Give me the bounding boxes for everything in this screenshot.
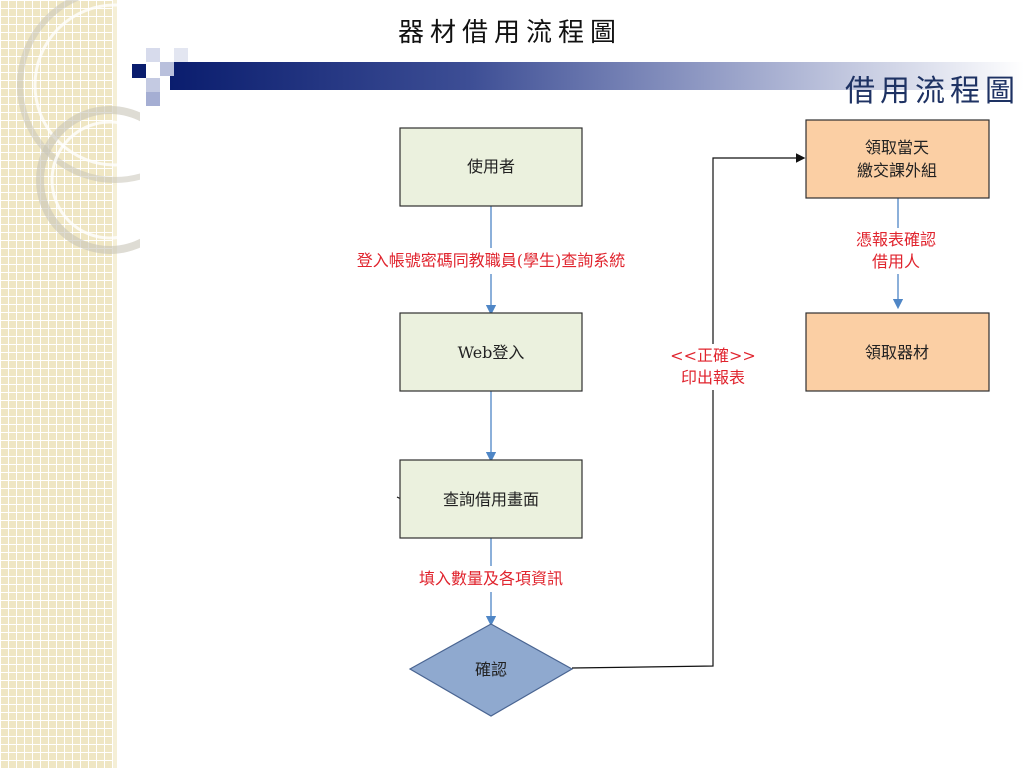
title-square-decoration [174,48,188,62]
section-title: 借用流程圖 [845,74,1020,109]
title-gradient-bar [170,62,1024,90]
edge-label-fill-info: 填入數量及各項資訊 [419,569,563,588]
node-query-screen: 查詢借用畫面 [399,459,583,539]
title-square-decoration [146,92,160,106]
node-confirm-label: 確認 [475,660,507,679]
node-confirm: 確認 [408,623,574,717]
edge-label-verify-line2: 借用人 [872,252,920,271]
slide-title: 器材借用流程圖 [397,18,622,48]
edge-label-verify-line1: 憑報表確認 [856,230,936,249]
edge-label-correct-line1: <<正確>> [670,346,756,365]
edge-label-correct-line2: 印出報表 [681,368,745,387]
node-receive-equipment-label: 領取器材 [865,343,929,362]
node-receive-equipment: 領取器材 [805,312,990,392]
node-user-label: 使用者 [467,157,515,176]
title-square-decoration [146,48,160,62]
node-web-login-label: Web登入 [458,343,525,362]
arrow-confirm-to-receive-day [571,153,806,669]
node-receive-day-line2: 繳交課外組 [857,161,937,180]
strip-edge [113,0,117,768]
title-square-decoration [146,78,160,92]
title-square-decoration [160,62,174,76]
title-square-decoration [132,64,146,78]
node-web-login: Web登入 [399,312,583,392]
node-receive-day-line1: 領取當天 [865,138,929,157]
edge-label-login-info: 登入帳號密碼同教職員(學生)查詢系統 [357,251,626,270]
node-query-screen-label: 查詢借用畫面 [443,490,539,509]
node-user: 使用者 [399,127,583,207]
node-receive-day: 領取當天 繳交課外組 [805,119,990,199]
